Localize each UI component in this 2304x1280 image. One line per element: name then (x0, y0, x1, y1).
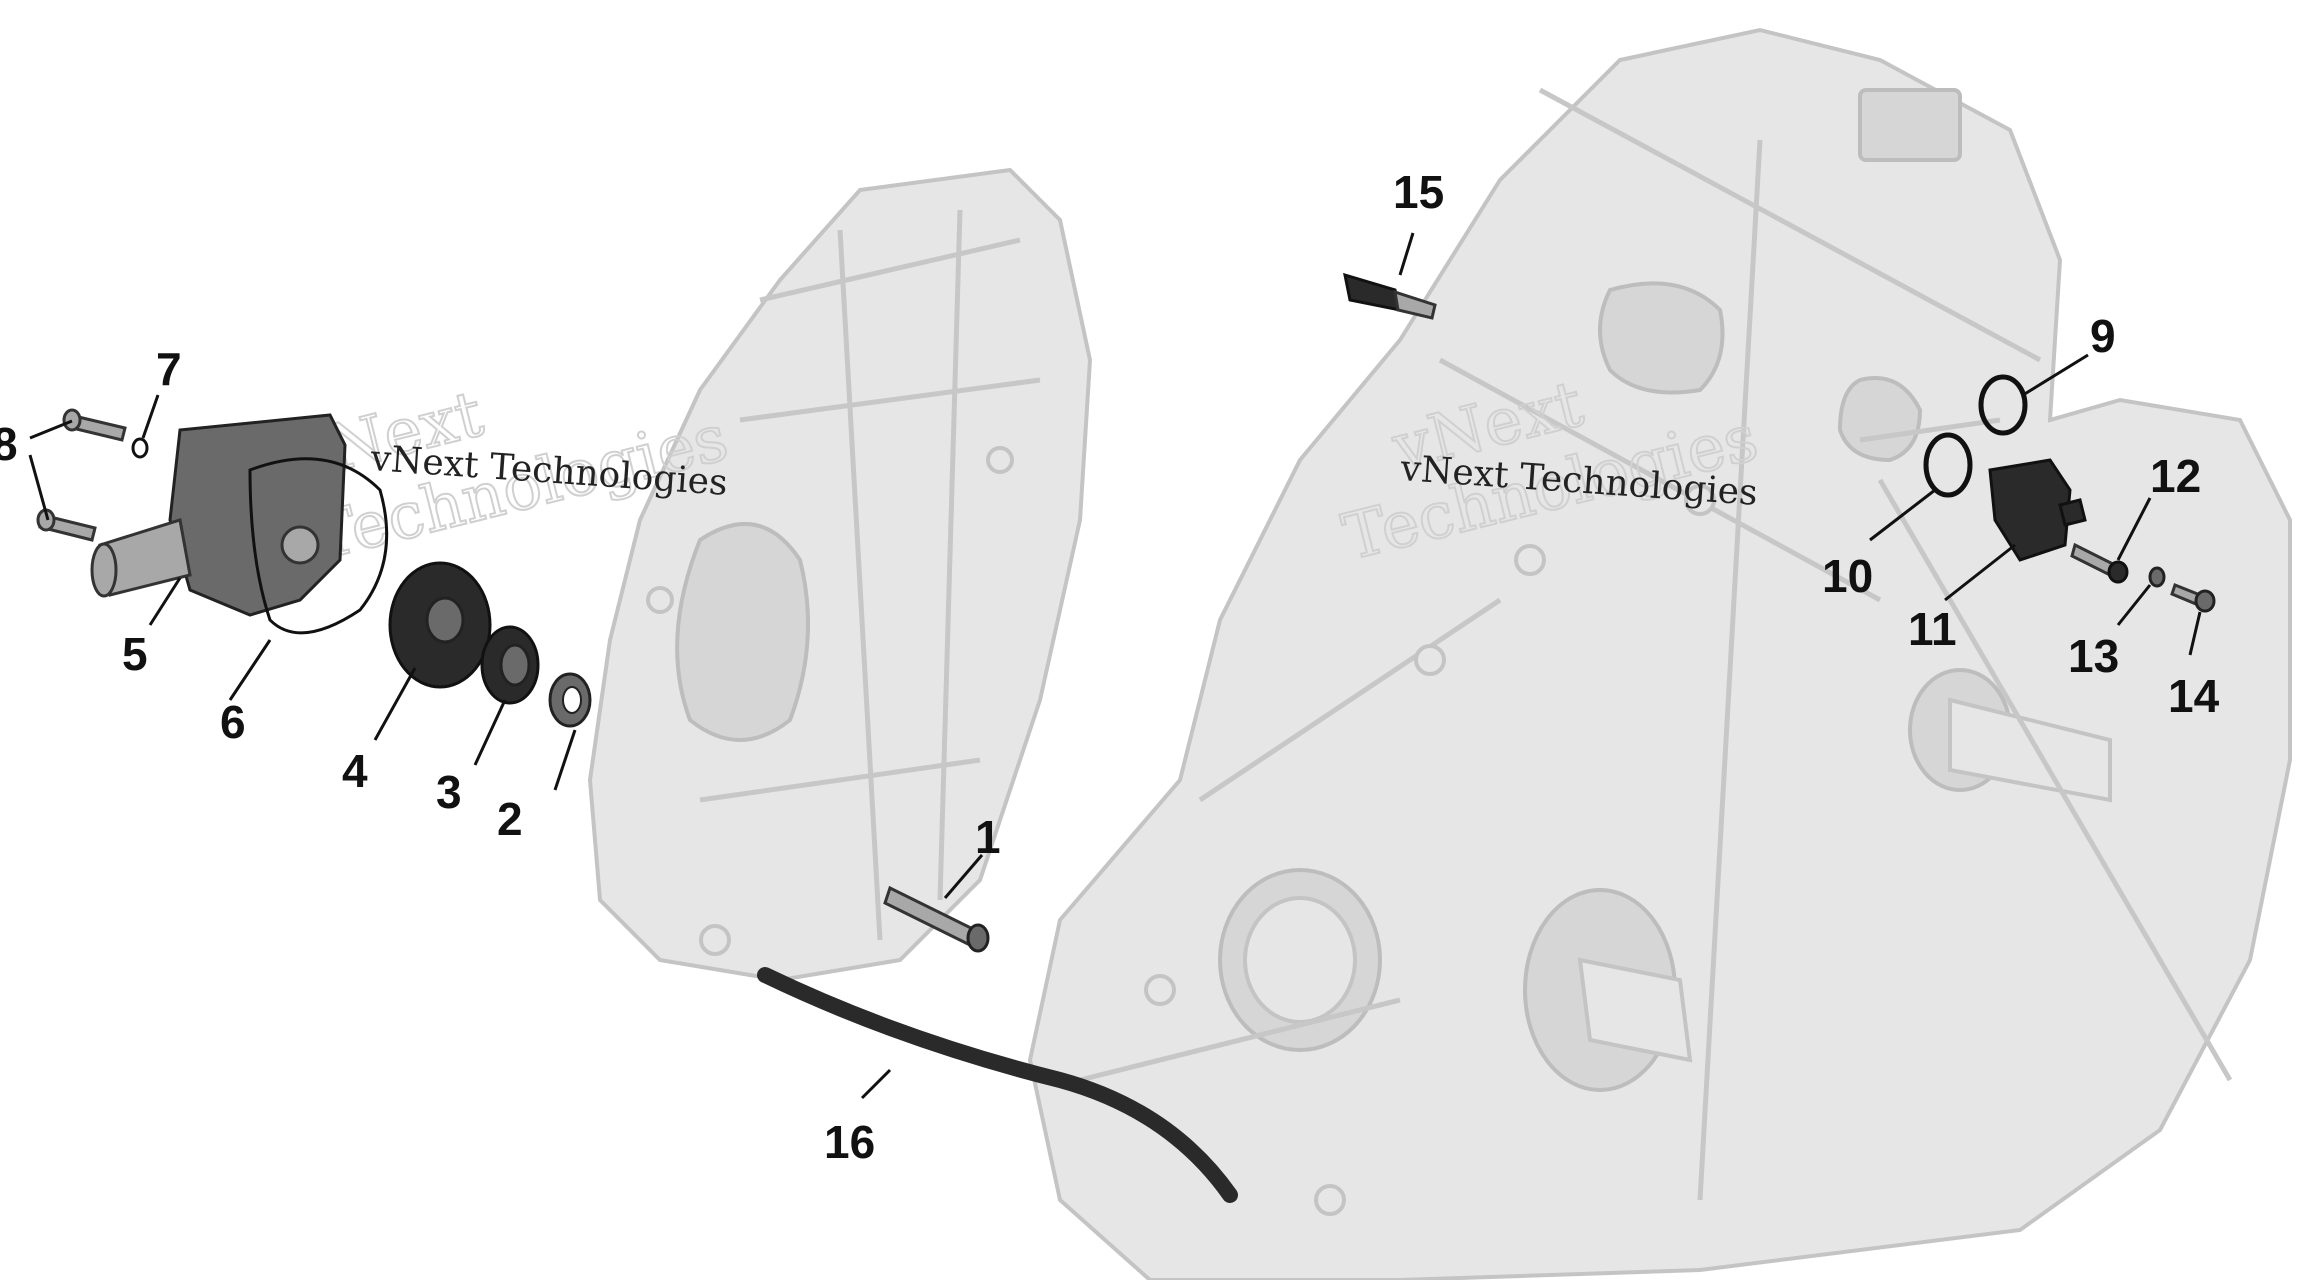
hose-icon (757, 967, 1238, 1203)
callout-4: 4 (342, 745, 368, 797)
shaft-pin-icon (883, 885, 990, 953)
screw-14-icon (2170, 583, 2216, 613)
callout-3: 3 (436, 766, 462, 818)
crankcase-cover-icon (587, 167, 1093, 983)
callout-2: 2 (497, 793, 523, 845)
small-o-ring-icon (131, 437, 149, 459)
callout-8: 8 (0, 418, 18, 470)
callout-15: 15 (1393, 166, 1444, 218)
o-ring-10-icon (1923, 432, 1973, 498)
callout-11: 11 (1908, 603, 1957, 655)
gasket-o-ring-icon (248, 457, 389, 635)
coolant-fitting-icon (1988, 458, 2087, 562)
water-pump-housing-icon (90, 413, 347, 617)
impeller-icon (388, 561, 492, 689)
watermark-left: vNext Technologies (368, 438, 729, 504)
washer-icon (548, 672, 592, 728)
bolt-12-icon (2070, 542, 2129, 584)
callout-5: 5 (122, 628, 148, 680)
callout-12: 12 (2150, 450, 2201, 502)
watermark-right: vNext Technologies (1398, 448, 1759, 514)
callout-16: 16 (824, 1116, 875, 1168)
callout-10: 10 (1822, 550, 1873, 602)
callout-7: 7 (156, 343, 182, 395)
callout-9: 9 (2090, 310, 2116, 362)
leader-lines (28, 232, 2202, 1100)
o-ring-9-icon (1978, 374, 2028, 436)
callout-13: 13 (2068, 630, 2119, 682)
callout-6: 6 (220, 696, 246, 748)
washer-13-icon (2148, 566, 2166, 588)
callout-1: 1 (975, 811, 1001, 863)
seal-icon (480, 625, 540, 705)
engine-block-icon (1027, 27, 2292, 1280)
callout-14: 14 (2168, 670, 2220, 722)
temperature-sensor-icon (1343, 272, 1437, 320)
